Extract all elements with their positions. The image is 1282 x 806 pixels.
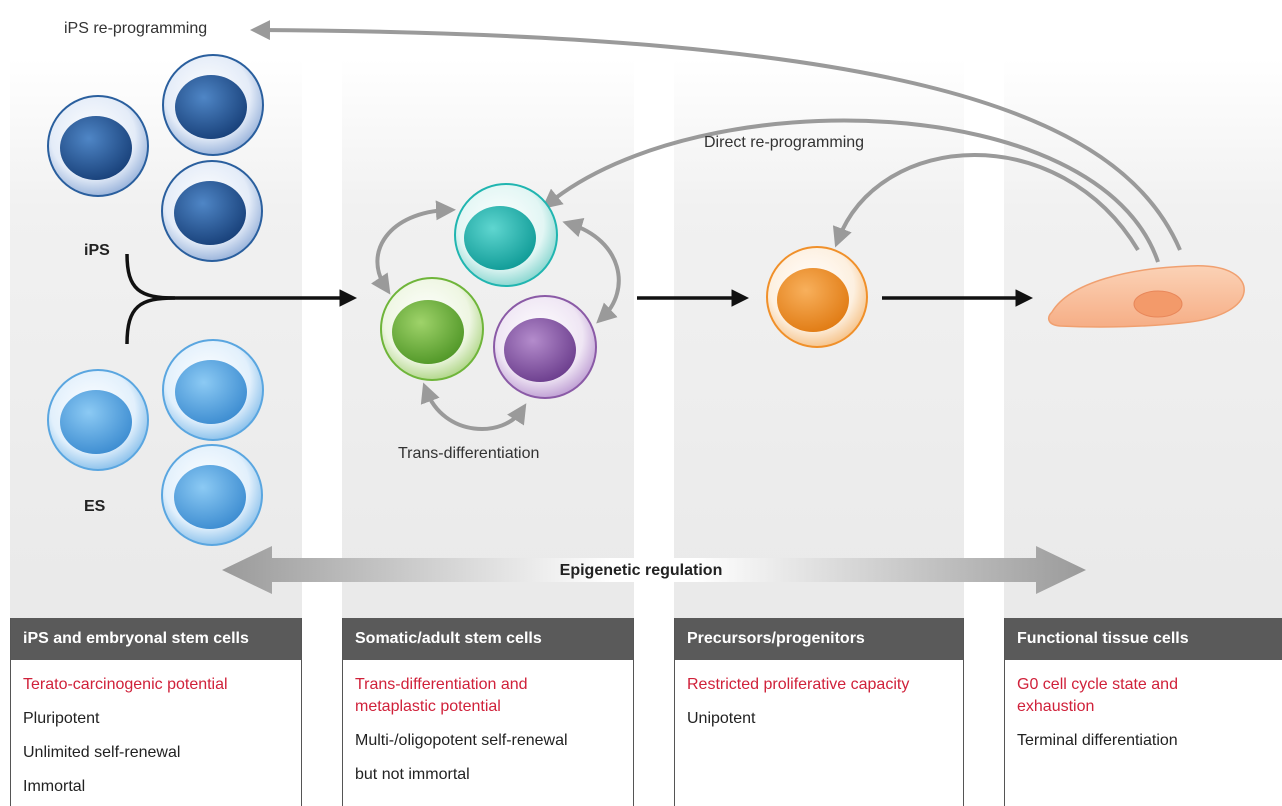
box-risk-text: Trans-differentiation and metaplastic po… xyxy=(355,676,528,715)
ips-cell-2 xyxy=(162,54,264,156)
box-item: Unlimited self-renewal xyxy=(23,744,181,761)
box-header: Functional tissue cells xyxy=(1005,618,1282,660)
info-box-ips-es: iPS and embryonal stem cells Terato-carc… xyxy=(10,618,302,806)
ips-reprogramming-arrow xyxy=(250,20,1182,251)
trans-differentiation-label: Trans-differentiation xyxy=(398,445,540,462)
info-box-functional: Functional tissue cells G0 cell cycle st… xyxy=(1004,618,1282,806)
ips-cell-1 xyxy=(47,95,149,197)
orange-precursor-cell xyxy=(766,246,868,348)
box-item: Pluripotent xyxy=(23,710,100,727)
box-risk-text: Restricted proliferative capacity xyxy=(687,676,910,693)
es-cell-3 xyxy=(161,444,263,546)
box-risk-text: Terato-carcinogenic potential xyxy=(23,676,228,693)
box-item: Unipotent xyxy=(687,710,756,727)
box-header: Precursors/progenitors xyxy=(675,618,963,660)
info-box-somatic: Somatic/adult stem cells Trans-different… xyxy=(342,618,634,806)
epigenetic-regulation-label: Epigenetic regulation xyxy=(559,562,723,579)
direct-reprogramming-arrow-to-precursor xyxy=(832,153,1140,252)
box-item: Multi-/oligopotent self-renewal xyxy=(355,732,568,749)
es-cell-1 xyxy=(47,369,149,471)
box-header: Somatic/adult stem cells xyxy=(343,618,633,660)
functional-tissue-cell xyxy=(1047,265,1245,328)
transdiff-arrow-green-teal xyxy=(371,200,456,295)
box-risk-text: G0 cell cycle state and exhaustion xyxy=(1017,676,1178,715)
es-cell-2 xyxy=(162,339,264,441)
box-item: but not immortal xyxy=(355,766,470,783)
info-box-precursors: Precursors/progenitors Restricted prolif… xyxy=(674,618,964,806)
box-item: Immortal xyxy=(23,778,86,795)
transdiff-arrow-green-purple xyxy=(420,382,527,431)
box-header: iPS and embryonal stem cells xyxy=(11,618,301,660)
direct-reprogramming-arrow-to-stem xyxy=(541,118,1160,263)
teal-stem-cell xyxy=(454,183,558,287)
green-stem-cell xyxy=(380,277,484,381)
direct-reprogramming-label: Direct re-programming xyxy=(704,134,865,151)
transdiff-arrow-teal-purple xyxy=(562,217,621,324)
box-item: Terminal differentiation xyxy=(1017,732,1178,749)
ips-reprogramming-label: iPS re-programming xyxy=(64,20,208,37)
epigenetic-double-arrow xyxy=(222,546,1086,594)
ips-label: iPS xyxy=(84,242,110,259)
es-label: ES xyxy=(84,498,106,515)
purple-stem-cell xyxy=(493,295,597,399)
ips-cell-3 xyxy=(161,160,263,262)
